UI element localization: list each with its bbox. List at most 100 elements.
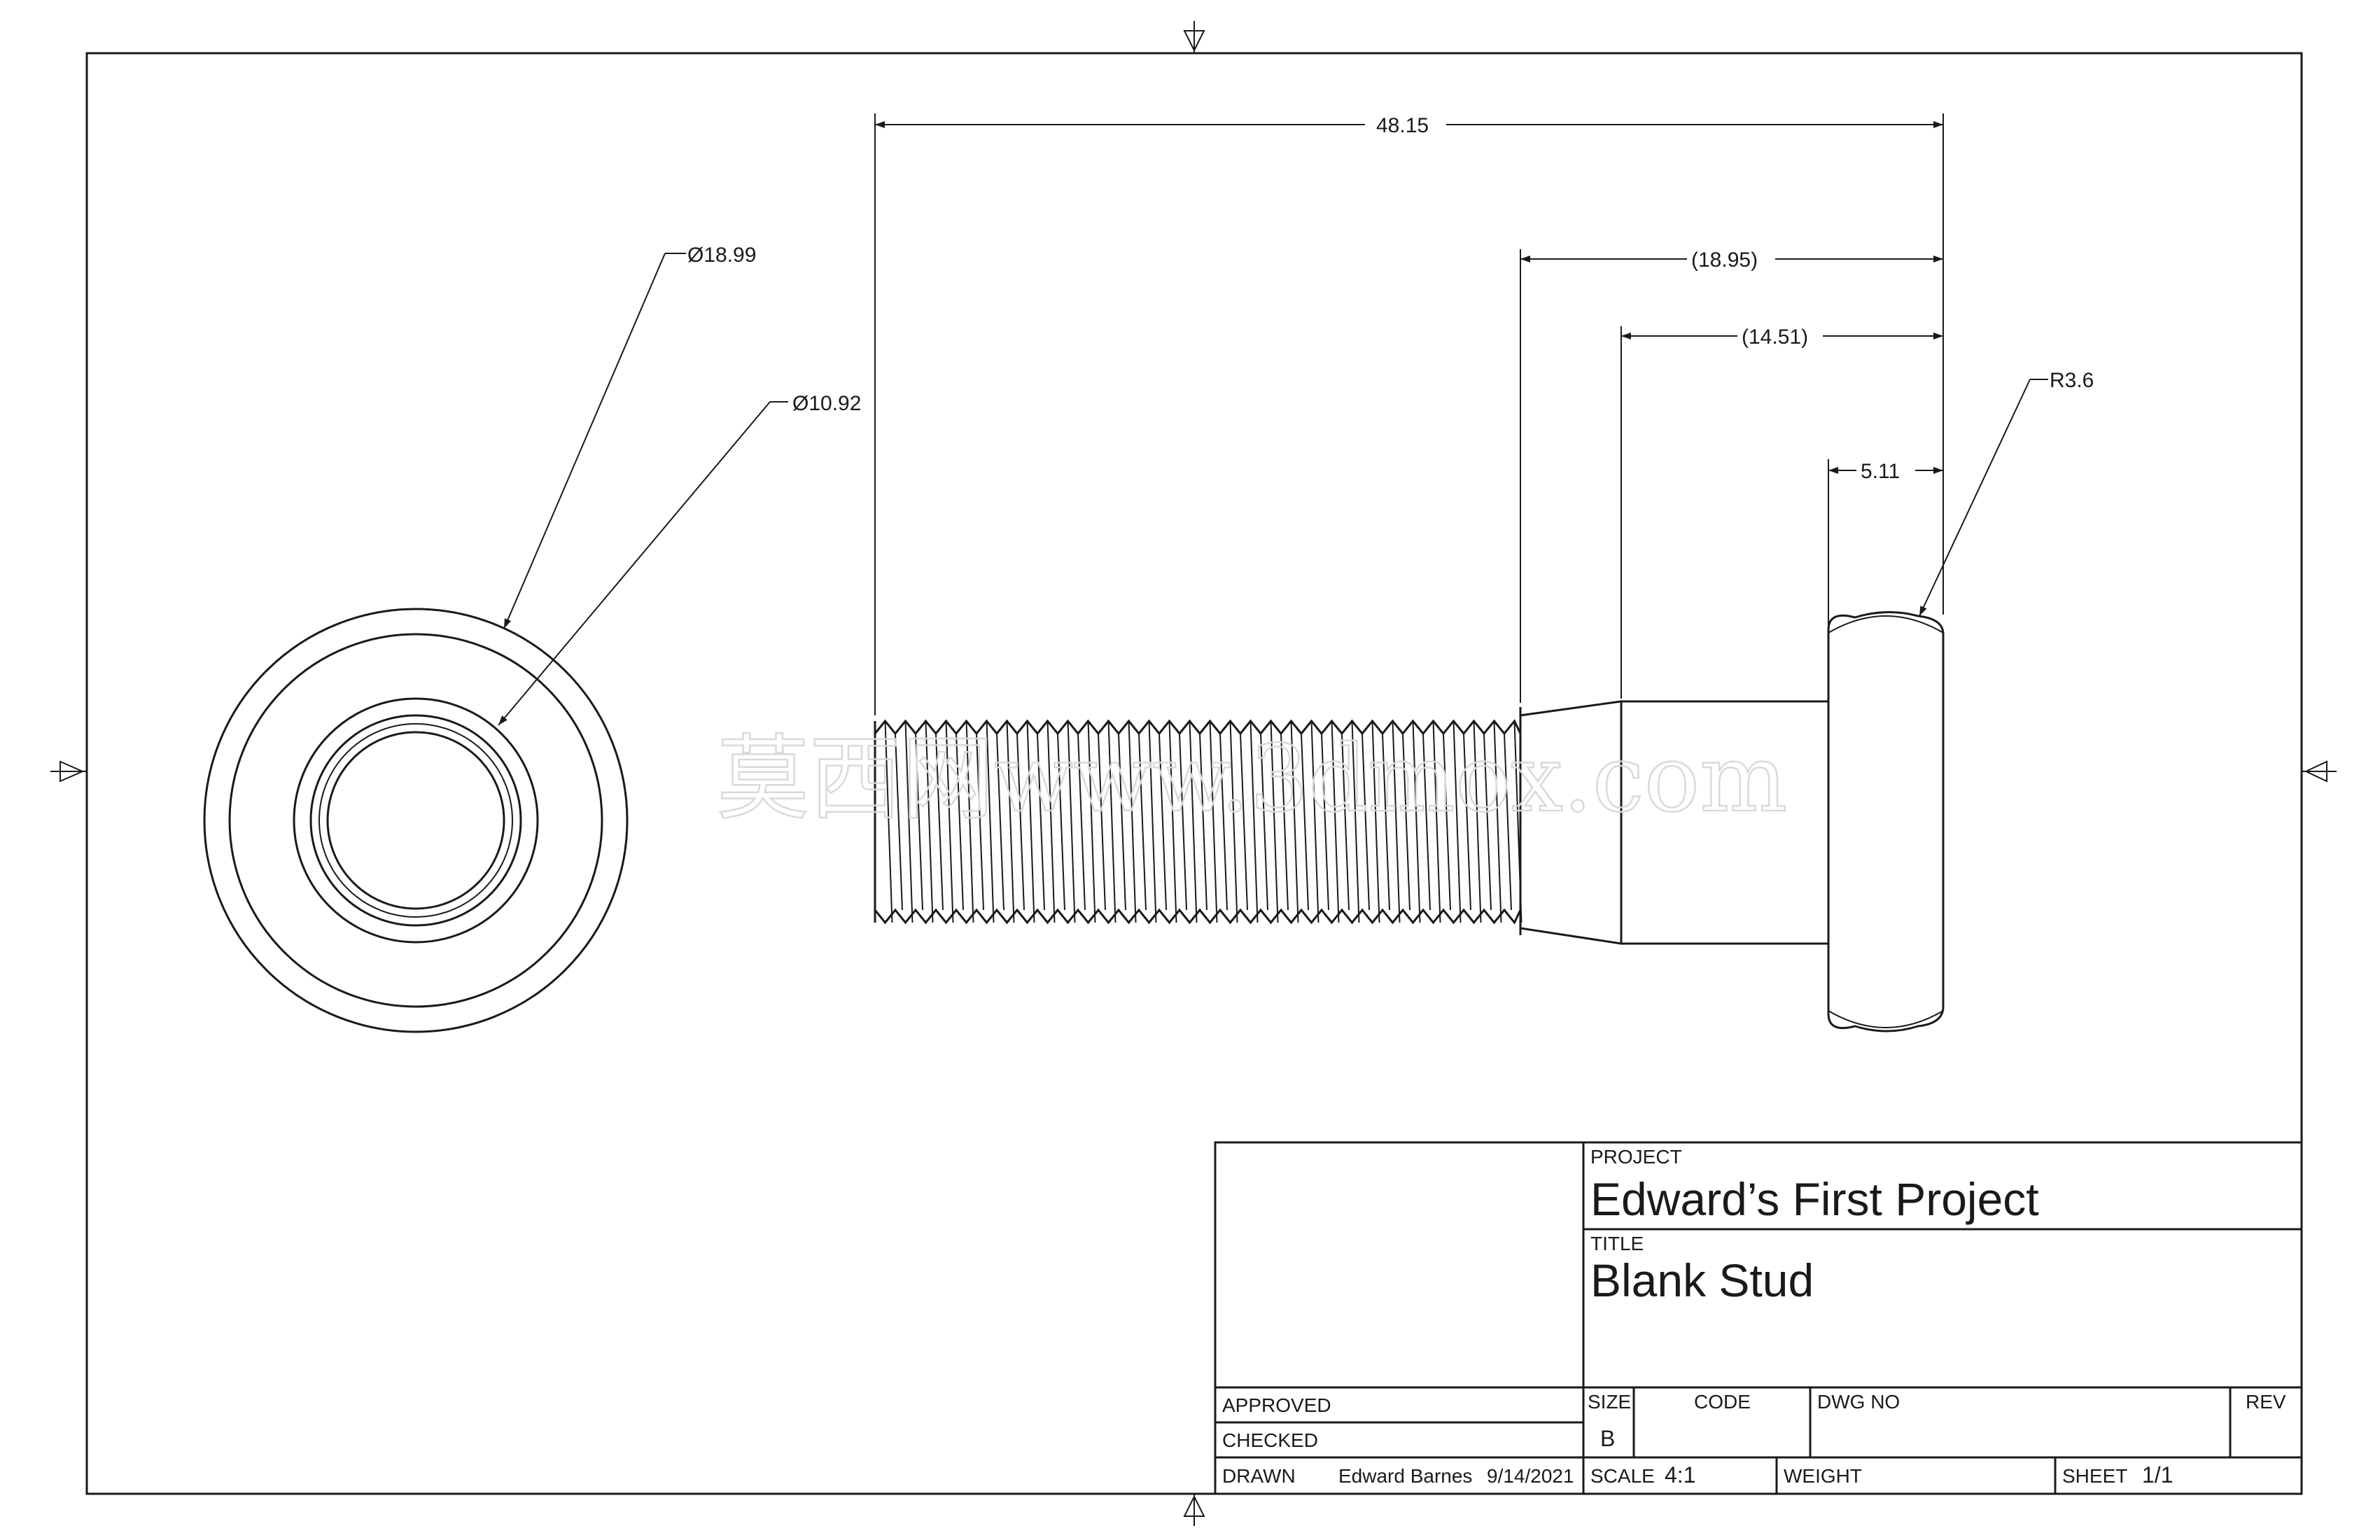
thread-flank-line [1026,720,1035,923]
rev-label: REV [2246,1391,2286,1413]
thread-flank-line [1310,720,1320,923]
outer-diameter-label: Ø18.99 [687,244,756,267]
thread-root-line [1301,733,1309,911]
approved-label: APPROVED [1222,1394,1331,1416]
thread-root-line [955,733,964,911]
code-label: CODE [1694,1391,1751,1413]
drawn-date: 9/14/2021 [1487,1465,1574,1487]
weight-label: WEIGHT [1784,1465,1862,1487]
head-thickness-label: 5.11 [1861,460,1900,483]
thread-root-line [1280,733,1289,911]
thread-flank-line [1392,720,1401,923]
end-view [203,608,629,1033]
thread-flank-line [1452,720,1462,923]
thread-flank-line [884,720,893,923]
thread-flank-line [1168,720,1177,923]
thread-root-line [1158,733,1167,911]
drawn-by: Edward Barnes [1338,1465,1472,1487]
thread-root-line [1179,733,1187,911]
thread-root-line [1037,733,1045,911]
scale-label: SCALE [1590,1465,1655,1487]
thread-root-line [1504,733,1512,911]
title-value: Blank Stud [1590,1254,1814,1306]
overall-length-label: 48.15 [1376,114,1429,137]
watermark: 莫西网www.3dmox.com [717,725,1787,833]
thread-root-line [915,733,923,911]
thread-flank-line [1412,720,1421,923]
head [1827,611,1945,1032]
thread-root-line [1077,733,1086,911]
thread-root-line [1341,733,1350,911]
size-label: SIZE [1588,1391,1631,1413]
thread-root-line [1443,733,1451,911]
project-value: Edward’s First Project [1590,1173,2039,1225]
neck-length-label: (18.95) [1691,248,1758,272]
sheet-label: SHEET [2062,1465,2127,1487]
thread-flank-line [1351,720,1360,923]
dwg-no-label: DWG NO [1817,1391,1900,1413]
thread-root-line [1016,733,1025,911]
thread-root-line [1402,733,1410,911]
thread-root-line [1260,733,1268,911]
thread-flank-line [1290,720,1299,923]
thread-root-line [1362,733,1370,911]
thread-flank-line [1493,720,1502,923]
thread-flank-line [904,720,913,923]
checked-label: CHECKED [1222,1429,1318,1451]
thread-root-line [976,733,984,911]
thread-flank-line [1371,720,1380,923]
thread-root-line [1422,733,1431,911]
thread-flank-line [945,720,954,923]
thread-flank-line [1189,720,1198,923]
thread-flank-line [1250,720,1259,923]
end-view-bore-inner-circle [326,731,505,910]
end-view-thread-root-circle [318,723,513,918]
thread-flank-line [1006,720,1015,923]
title-block [1214,1141,2303,1495]
drawn-label: DRAWN [1222,1465,1296,1487]
head-radius-label: R3.6 [2050,369,2094,392]
end-view-collar-circle [228,633,603,1008]
side-view [874,611,1945,1032]
thread-flank-line [1229,720,1238,923]
thread-root-line [1463,733,1471,911]
thread-root-line [1321,733,1329,911]
head-base-edge [1828,1010,1944,1028]
thread-root-line [1138,733,1147,911]
thread-flank-line [965,720,974,923]
diameter-leaders [498,253,788,726]
title-label: TITLE [1590,1233,1644,1254]
thread-root-line [996,733,1004,911]
thread-top-profile [874,719,1522,736]
thread-root-line [1240,733,1248,911]
end-view-thread-circle [309,714,522,927]
horizontal-dimensions [874,113,2048,715]
thread-root-line [1118,733,1126,911]
head-crown-edge [1828,615,1944,634]
thread-flank-line [1209,720,1218,923]
shank-length-label: (14.51) [1742,326,1808,349]
thread-root-line [1219,733,1228,911]
sheet-value: 1/1 [2142,1462,2173,1488]
thread-flank-line [1473,720,1482,923]
project-label: PROJECT [1590,1146,1682,1168]
thread-root-line [935,733,944,911]
thread-flank-line [1270,720,1279,923]
thread-root-line [1098,733,1106,911]
thread-flank-line [1046,720,1056,923]
thread-flank-line [1107,720,1116,923]
frame-center-markers [50,21,2337,1526]
thread-flank-line [1148,720,1157,923]
scale-value: 4:1 [1665,1462,1695,1488]
thread-root-line [895,733,903,911]
thread-flank-line [1331,720,1340,923]
size-value: B [1600,1426,1615,1451]
thread-flank-line [925,720,934,923]
end-view-bore-outer-circle [293,697,539,944]
thread-root-line [1382,733,1390,911]
thread-root-line [1199,733,1208,911]
thread-root-line [1483,733,1492,911]
thread-flank-line [1432,720,1441,923]
thread-flank-line [1128,720,1137,923]
